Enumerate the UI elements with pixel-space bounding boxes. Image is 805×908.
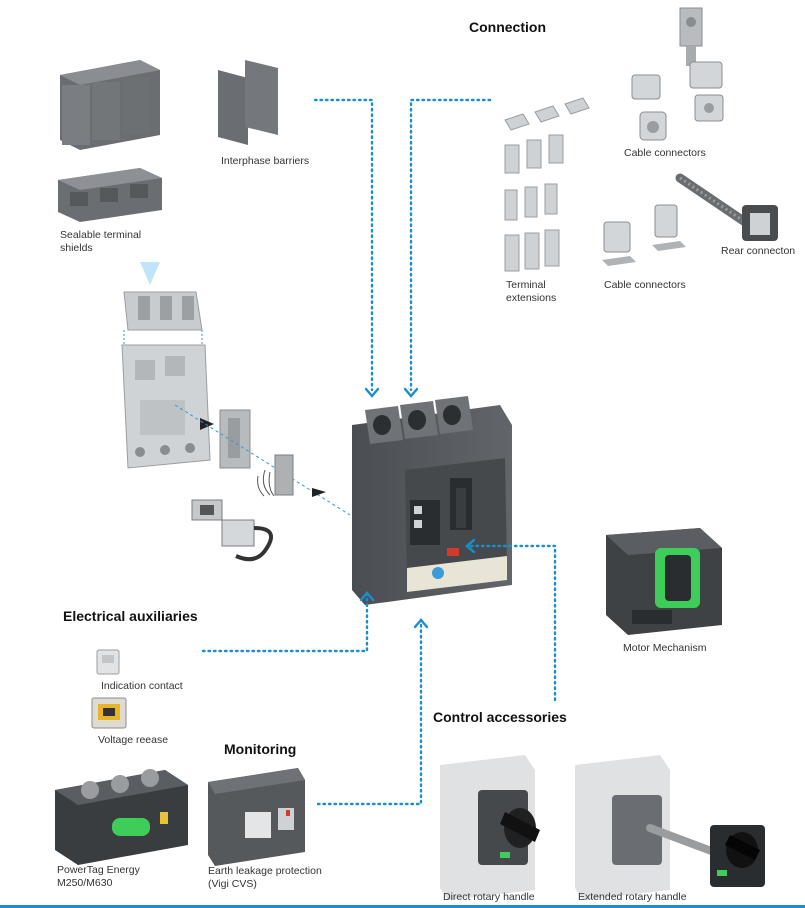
powertag-energy-image (55, 769, 188, 865)
label-extended-rotary-handle: Extended rotary handle (578, 891, 687, 903)
label-motor-mechanism: Motor Mechanism (623, 642, 707, 654)
earth-leakage-image (208, 768, 305, 866)
label-terminal-extensions: Terminal extensions (506, 279, 557, 304)
sealable-terminal-shields-image (58, 60, 162, 222)
indication-contact-image (96, 649, 120, 675)
label-cable-connectors-top: Cable connectors (624, 147, 706, 159)
circuit-breaker-image (352, 396, 512, 605)
label-interphase-barriers: Interphase barriers (221, 155, 310, 167)
heading-monitoring: Monitoring (224, 741, 297, 757)
interphase-barriers-image (218, 60, 278, 145)
motor-mechanism-image (606, 528, 722, 635)
terminal-extensions-image (504, 97, 590, 272)
arrow-heads (359, 387, 476, 629)
label-cable-connectors-bottom: Cable connectors (604, 279, 686, 291)
extended-rotary-handle-image (575, 755, 765, 900)
heading-electrical-auxiliaries: Electrical auxiliaries (63, 608, 198, 624)
label-powertag-energy: PowerTag Energy M250/M630 (57, 864, 140, 889)
cable-connectors-bottom-image (602, 204, 686, 266)
rear-connector-image (675, 173, 778, 241)
label-direct-rotary-handle: Direct rotary handle (443, 891, 535, 903)
voltage-release-image (91, 697, 127, 729)
label-voltage-release: Voltage reease (98, 734, 169, 746)
heading-connection: Connection (469, 19, 546, 35)
auxiliaries-exploded-image (121, 262, 351, 562)
label-sealable-terminal-shields: Sealable terminal shields (60, 229, 142, 254)
connector-lines (201, 98, 557, 806)
bottom-rule (0, 905, 805, 908)
cable-connectors-top-image (631, 7, 724, 141)
heading-control-accessories: Control accessories (433, 709, 567, 725)
label-earth-leakage: Earth leakage protection (Vigi CVS) (208, 865, 322, 890)
label-indication-contact: Indication contact (101, 680, 183, 692)
label-rear-connector: Rear connecton (721, 245, 796, 257)
direct-rotary-handle-image (440, 755, 540, 900)
